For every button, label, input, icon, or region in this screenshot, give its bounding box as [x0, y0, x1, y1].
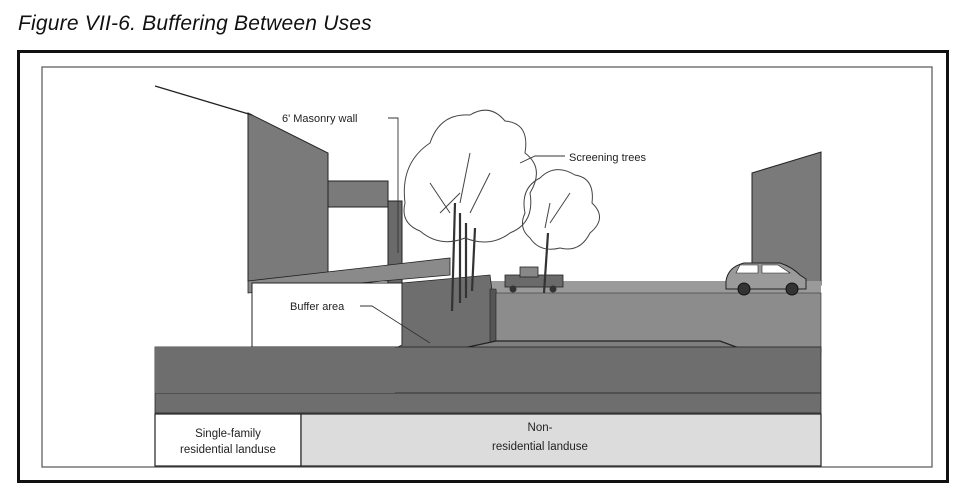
figure-title: Figure VII-6. Buffering Between Uses — [18, 12, 372, 35]
screening-trees-label: Screening trees — [569, 152, 647, 164]
buffer-area-leader — [360, 305, 431, 344]
residential-landuse-line2: residential landuse — [180, 444, 276, 456]
nonresidential-landuse-line2: residential landuse — [492, 441, 588, 453]
screening-trees — [403, 109, 600, 250]
nonresidential-landuse-line1: Non- — [528, 422, 553, 434]
masonry-wall-label: 6' Masonry wall — [282, 113, 357, 125]
residential-ground — [155, 347, 395, 393]
buffer-area-label: Buffer area — [290, 301, 345, 313]
figure-frame: 6' Masonry wall Screening trees Buffer a… — [17, 50, 949, 483]
residential-landuse-box — [154, 413, 302, 467]
house-overhang — [327, 180, 389, 208]
house-lower-wall — [251, 282, 403, 348]
parked-car — [725, 262, 807, 296]
house-roof-block — [247, 112, 329, 282]
parked-truck — [504, 266, 564, 293]
residential-landuse-line1: Single-family — [195, 428, 261, 440]
nonresidential-landuse-box — [300, 413, 822, 467]
inner-border — [41, 66, 933, 468]
masonry-wall-leader — [388, 117, 399, 253]
screening-trees-leader — [519, 155, 565, 164]
house-roof-line — [154, 85, 253, 116]
callout-leaders — [360, 117, 565, 344]
buffer-diagram: 6' Masonry wall Screening trees Buffer a… — [41, 66, 933, 468]
tree-trunks — [450, 202, 550, 312]
